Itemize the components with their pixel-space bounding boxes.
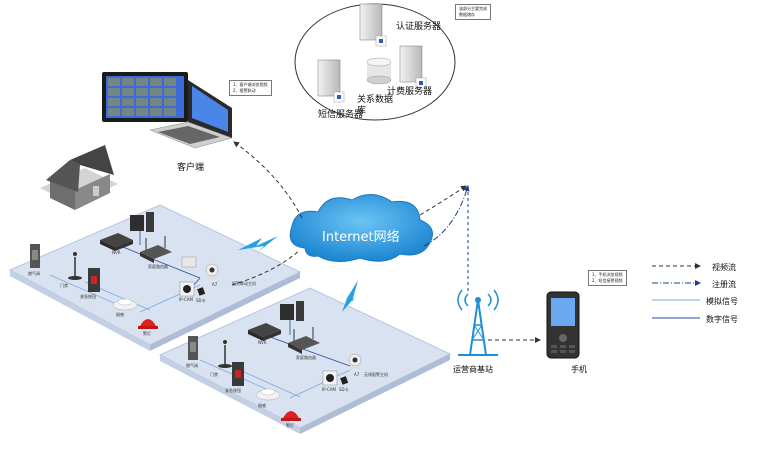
server-note-line-2: 数据储存 [459,12,475,17]
site1-wireless-label: 报警联动主机 [232,281,256,286]
site1-wireless-host-icon [181,256,197,268]
phone-note-line-1: 1、手机浏览视频 [592,272,623,277]
site1-ptz-camera-icon [205,263,219,279]
site2-gas-valve-icon [188,336,198,360]
legend-analog-label: 模拟信号 [706,297,738,306]
site1-nvr-label: NVR [112,250,121,255]
site1-alarm-light-icon [138,319,158,329]
site1-smoke-label: 烟感 [116,312,124,317]
internet-cloud-icon [289,194,433,262]
video-flow-lines [231,141,541,343]
site1-intercom-label: 门禁 [60,283,68,288]
site2-camera-a-label: IP-CAM [322,387,336,392]
site1-to-cloud-flow [231,249,301,286]
client-label: 客户端 [177,163,205,173]
site1-camera-a-label: IP-CAM [179,297,193,302]
cloud-register-flow [423,185,470,247]
station-label: 运营商基站 [453,365,493,374]
site2-box-camera-icon [322,370,338,386]
site2-alarm-light-icon [281,411,301,421]
billing-server-icon [399,45,427,89]
cloud-to-tower-flow [419,185,467,216]
phone-note: 1、手机浏览视频 2、短信接警视频 [588,270,627,286]
site1-camera-b-label: A7 [212,282,218,287]
site2-sd-label: SD卡 [339,387,349,392]
lightning-bolt-icon [238,236,278,252]
legend-register-label: 注册流 [712,280,736,289]
auth-server-icon [359,3,387,47]
site1-sd-card-icon [197,287,206,296]
site2-nvr-label: NVR [258,340,267,345]
site1-emergency-label: 紧急按钮 [80,294,96,299]
site2-alarm-label: 警灯 [286,423,294,428]
site1-smoke-detector-icon [112,298,138,311]
register-flow-lines [423,185,470,292]
site2-camera-b-label: A7 [354,372,360,377]
legend-video-label: 视频流 [712,263,736,272]
server-note-line-1: 该部分主要完成 [459,6,487,11]
sms-server-icon [317,59,345,103]
site2-ptz-camera-icon [348,353,362,369]
site1-box-camera-icon [179,281,195,297]
legend-digital-label: 数字信号 [706,315,738,324]
site2-emergency-button-icon [232,362,244,386]
site1-gas-label: 燃气阀 [28,271,40,276]
site2-smoke-label: 烟感 [258,403,266,408]
cloud-to-client-flow [233,141,303,219]
site2-smoke-detector-icon [255,388,281,401]
site1-alarm-label: 警灯 [143,331,151,336]
site2-wireless-label: 无线报警主机 [364,372,388,377]
site1-intercom-icon [68,252,82,280]
site1-nvr-icon [100,233,133,251]
house-icon [40,145,118,210]
billing-server-label: 计费服务器 [387,87,433,97]
client-note-line-1: 1、客户端浏览视频 [233,82,268,87]
site2-intercom-icon [218,340,232,368]
client-note: 1、客户端浏览视频 2、报警联动 [229,80,272,96]
cell-tower-icon [457,289,499,356]
site1-emergency-button-icon [88,268,100,292]
phone-label: 手机 [571,365,587,374]
site2-router-label: 家庭路由器 [296,355,316,360]
site2-pc-icon [280,301,304,321]
site2-gas-label: 燃气阀 [186,363,198,368]
site-platform-2 [158,287,452,434]
site1-gas-valve-icon [30,244,40,268]
sms-server-label: 短信服务器 [318,110,364,120]
site2-emergency-label: 紧急按钮 [225,388,241,393]
cloud-label: Internet网络 [322,230,400,245]
legend-lines [652,263,701,319]
site1-pc-icon [130,212,154,232]
site2-router-icon [288,327,320,354]
site1-router-icon [140,236,172,263]
site2-sd-card-icon [340,376,349,385]
mobile-phone-icon [546,291,580,359]
site-platform-1 [8,204,302,351]
site1-sd-label: SD卡 [196,298,206,303]
site1-router-label: 家庭路由器 [148,264,168,269]
laptop-icon [102,72,233,149]
lightning-bolt-icon-2 [342,280,358,312]
client-note-line-2: 2、报警联动 [233,88,256,93]
site2-intercom-label: 门禁 [210,372,218,377]
server-note: 该部分主要完成 数据储存 [455,4,491,20]
database-icon [366,57,392,85]
phone-note-line-2: 2、短信接警视频 [592,278,623,283]
auth-server-label: 认证服务器 [396,22,442,32]
database-label: 关系数据库 [357,95,394,116]
site2-nvr-icon [248,323,281,341]
